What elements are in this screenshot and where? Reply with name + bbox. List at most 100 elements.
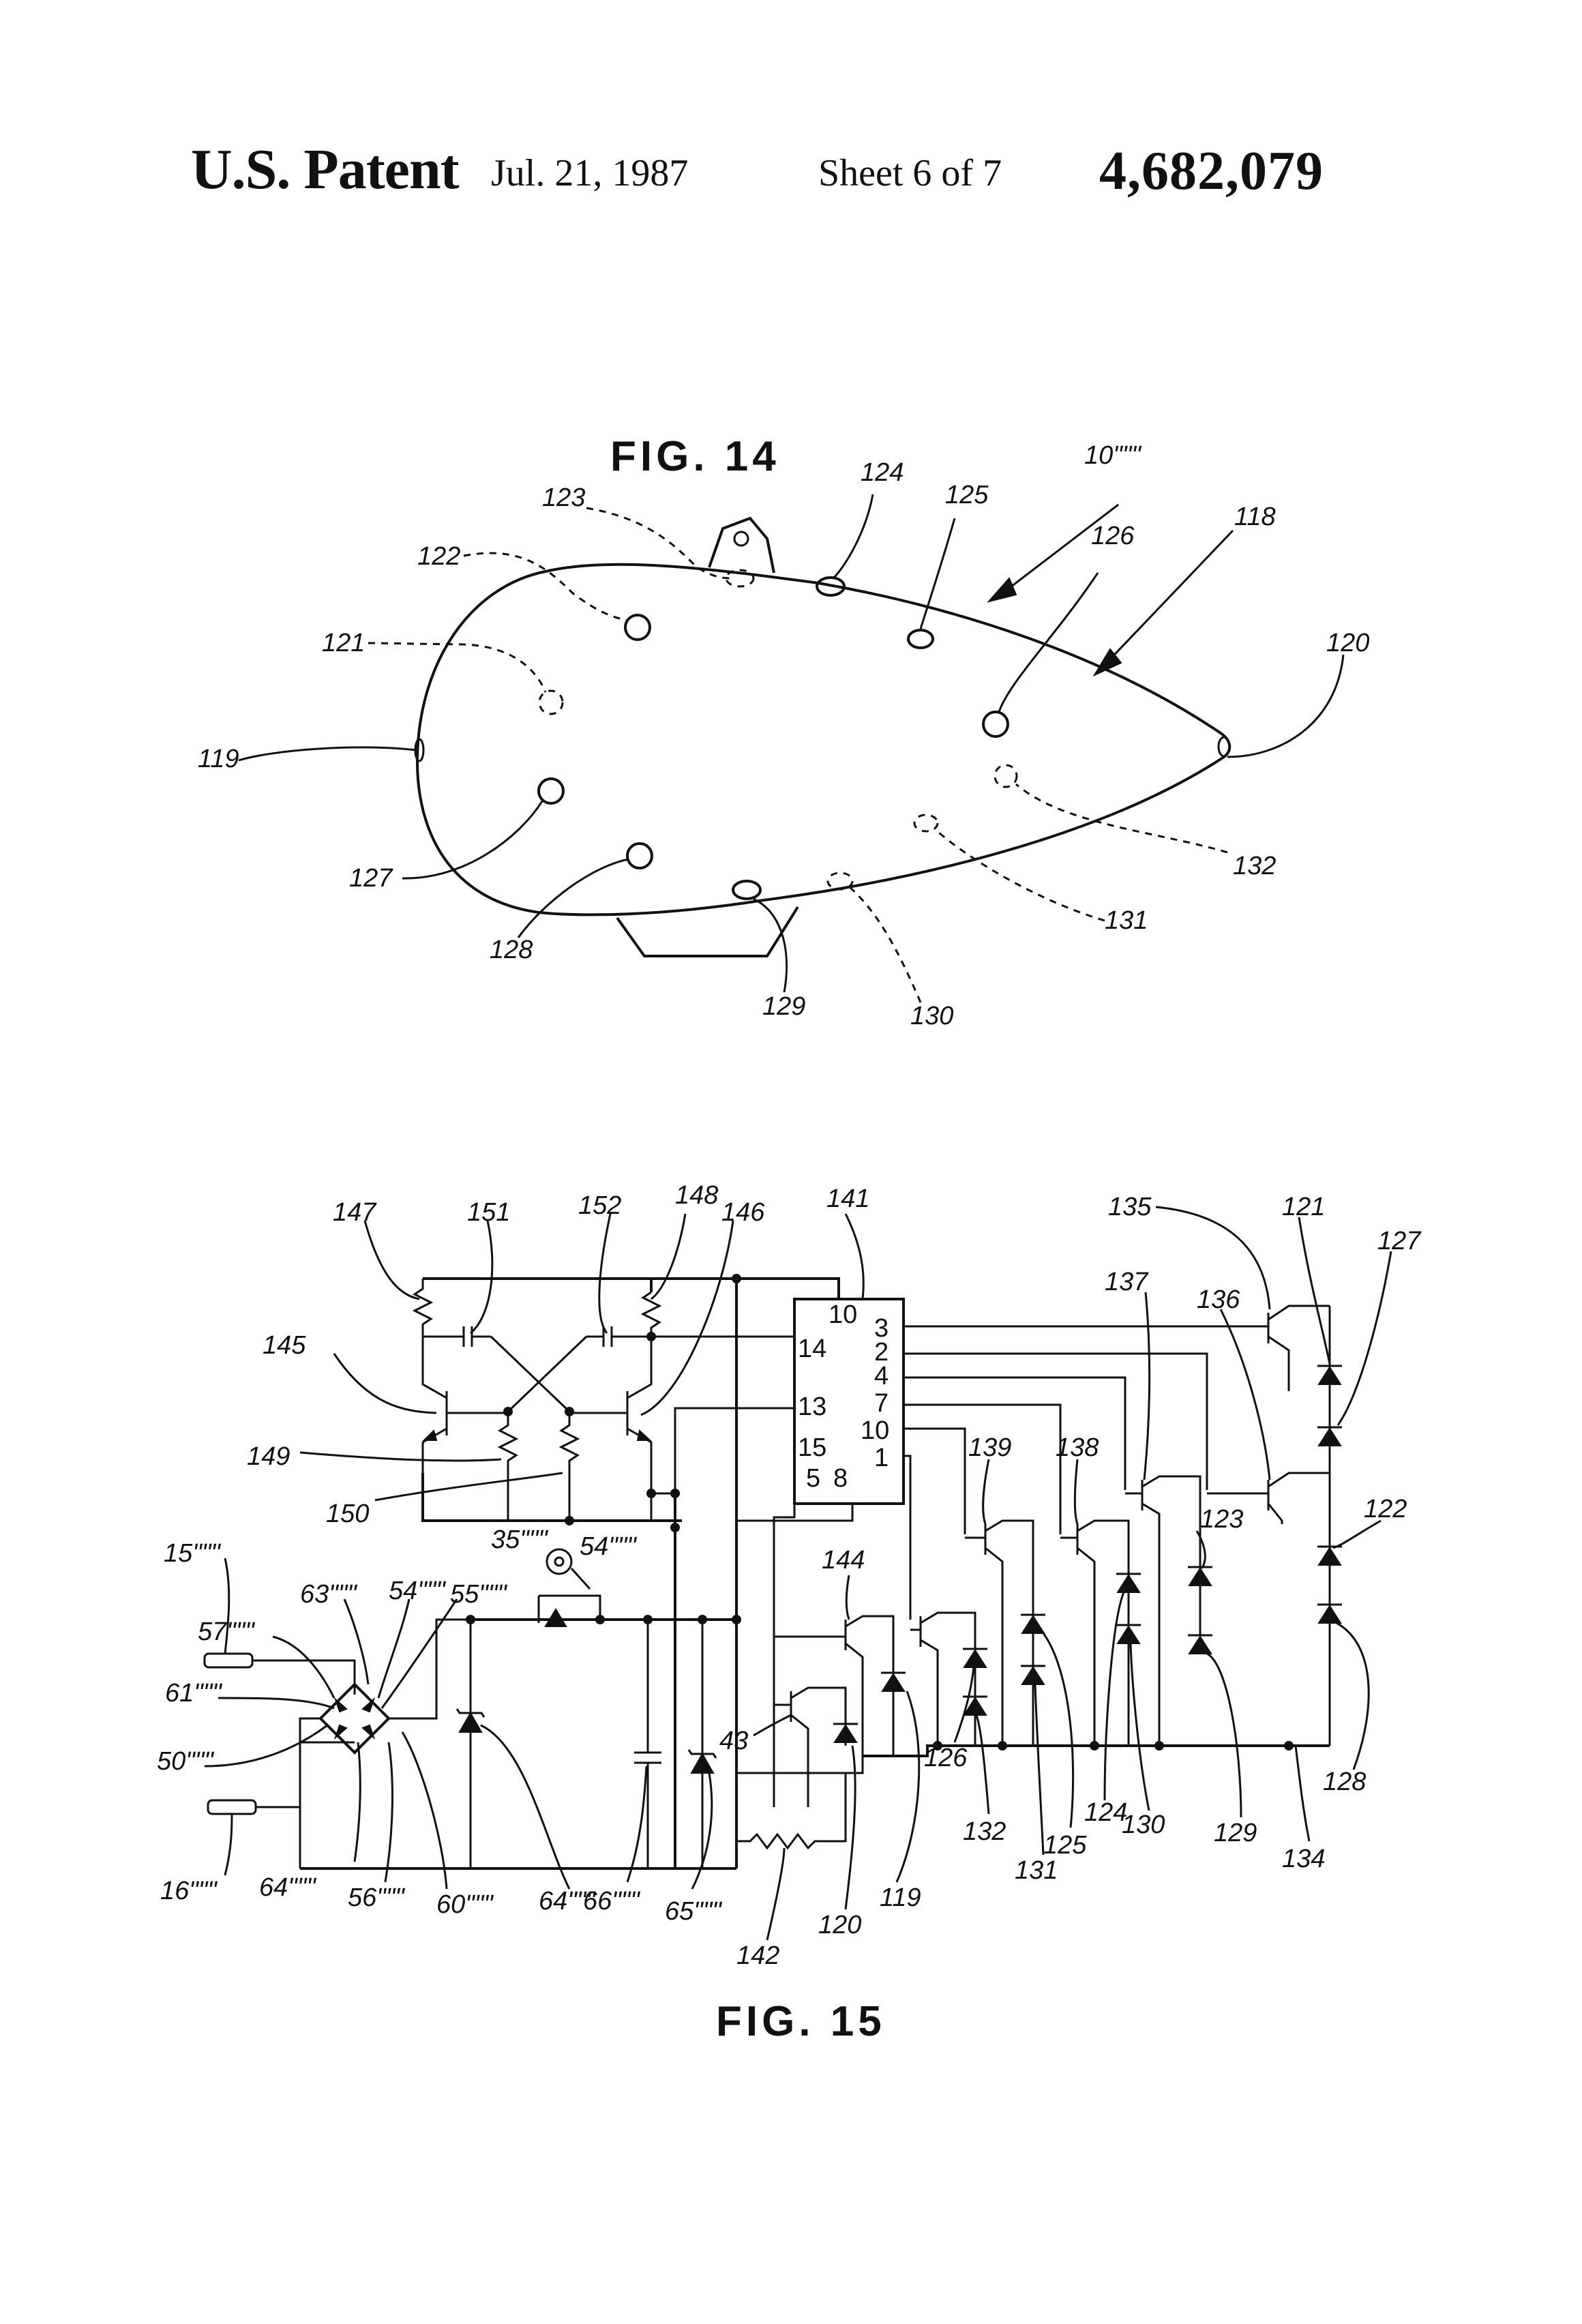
fig14-leader-124 <box>832 494 874 580</box>
fig14-leader-126 <box>998 572 1099 713</box>
leader-56 <box>384 1742 393 1883</box>
leader-135 <box>1155 1206 1271 1310</box>
leader-137 <box>1143 1292 1151 1480</box>
label-152: 152 <box>578 1191 621 1220</box>
ic-pin-1: 1 <box>874 1444 889 1472</box>
leader-57 <box>272 1635 335 1699</box>
fig14-label-132: 132 <box>1233 852 1276 880</box>
ic-out-7 <box>904 1403 1062 1534</box>
common-line-134 <box>863 1744 1330 1757</box>
fig14-label-121: 121 <box>322 629 365 657</box>
leader-131 <box>1034 1684 1045 1856</box>
transistor-145-arrow <box>422 1429 438 1441</box>
label-124: 124 <box>1084 1798 1127 1827</box>
label-63: 63""" <box>300 1580 357 1609</box>
multivibrator <box>412 1277 840 1525</box>
label-131: 131 <box>1015 1856 1058 1885</box>
ic-out-10 <box>904 1427 966 1534</box>
fig14-lug-hole <box>733 531 749 547</box>
ic-body <box>793 1298 905 1505</box>
common-node-2 <box>998 1741 1007 1751</box>
fig14-label-127: 127 <box>349 864 393 893</box>
fig14-spot-125 <box>907 629 934 649</box>
fig15-labels: 15""" 16""" 57""" 61""" 50""" 63""" 54""… <box>157 1181 1422 1970</box>
supply-node-mid <box>670 1523 680 1532</box>
leader-130 <box>1129 1643 1150 1811</box>
label-132: 132 <box>963 1817 1006 1846</box>
common-node-4 <box>1154 1741 1164 1751</box>
label-15: 15""" <box>164 1539 221 1568</box>
label-43: 43 <box>719 1727 748 1755</box>
label-134: 134 <box>1282 1845 1325 1873</box>
fig14-hidden-spot-132 <box>994 764 1018 788</box>
header-sheet: Sheet 6 of 7 <box>818 152 1002 194</box>
fig14-spot-124 <box>816 576 846 597</box>
scr-54-diode <box>544 1608 567 1627</box>
fig14-hidden-spot-123 <box>725 569 755 588</box>
fig14-label-124: 124 <box>861 458 904 487</box>
leader-132 <box>975 1714 990 1815</box>
leader-149 <box>299 1451 502 1462</box>
zener-65-bar <box>687 1749 717 1759</box>
led-130 <box>1116 1625 1141 1644</box>
label-57: 57""" <box>198 1618 255 1646</box>
label-55: 55""" <box>450 1580 507 1609</box>
leader-15 <box>224 1558 230 1654</box>
zener-64-bar <box>456 1708 486 1718</box>
leader-151 <box>470 1220 494 1335</box>
ic-pin13-line <box>674 1407 794 1493</box>
led-127 <box>1317 1427 1342 1446</box>
fig14-end-right <box>1217 736 1231 758</box>
leader-119 <box>895 1690 921 1883</box>
label-54b: 54""" <box>580 1532 637 1561</box>
leader-125 <box>1042 1633 1075 1828</box>
label-66: 66""" <box>583 1887 640 1916</box>
label-126: 126 <box>924 1744 968 1772</box>
fig14-body-outline <box>415 563 1232 917</box>
ic-pin-7: 7 <box>874 1389 889 1418</box>
fig14-leader-121 <box>368 642 547 693</box>
led-131 <box>1021 1666 1045 1685</box>
scr-54 <box>537 1567 601 1623</box>
bridge-negative <box>299 1717 320 1868</box>
led-132 <box>963 1697 987 1716</box>
common-node-1 <box>933 1741 942 1751</box>
label-60: 60""" <box>436 1890 494 1919</box>
label-122: 122 <box>1364 1495 1407 1523</box>
lamp-35 <box>546 1548 573 1575</box>
ic-pin-8: 8 <box>833 1464 848 1493</box>
resistor-149 <box>497 1412 519 1521</box>
transistor-139 <box>965 1519 1034 1746</box>
label-145: 145 <box>263 1331 306 1360</box>
label-150: 150 <box>326 1500 369 1528</box>
leader-139 <box>982 1459 990 1525</box>
led-120 <box>833 1724 858 1743</box>
ic-141: 10 14 13 15 5 8 3 2 4 7 10 1 <box>736 1298 905 1807</box>
label-130: 130 <box>1122 1811 1165 1839</box>
label-148: 148 <box>675 1181 718 1210</box>
label-135: 135 <box>1108 1193 1152 1221</box>
label-129: 129 <box>1214 1819 1257 1847</box>
label-61: 61""" <box>165 1679 222 1708</box>
label-64a: 64""" <box>259 1873 316 1902</box>
fig14-spot-129 <box>732 880 762 900</box>
leader-64a <box>353 1742 361 1862</box>
mv-bottom-rail <box>421 1473 682 1522</box>
label-144: 144 <box>822 1546 865 1575</box>
fig14-hidden-spot-130 <box>826 872 854 891</box>
resistor-147 <box>412 1279 434 1337</box>
leader-141 <box>844 1213 865 1300</box>
label-64b: 64""" <box>539 1887 596 1916</box>
leader-134 <box>1294 1745 1311 1842</box>
ic-pin-10-right: 10 <box>861 1416 889 1445</box>
ic-out-4 <box>904 1376 1126 1490</box>
fig14-arrow-118 <box>1103 529 1234 666</box>
probe-16 <box>207 1799 257 1815</box>
transistor-136 <box>1207 1472 1330 1524</box>
probe-15-lead <box>252 1659 356 1695</box>
fig14-leader-122 <box>463 552 628 622</box>
fig15-caption: FIG. 15 <box>716 1998 886 2045</box>
leader-66 <box>626 1766 648 1883</box>
led-121 <box>1317 1366 1342 1385</box>
fig14-leader-127 <box>402 801 543 880</box>
